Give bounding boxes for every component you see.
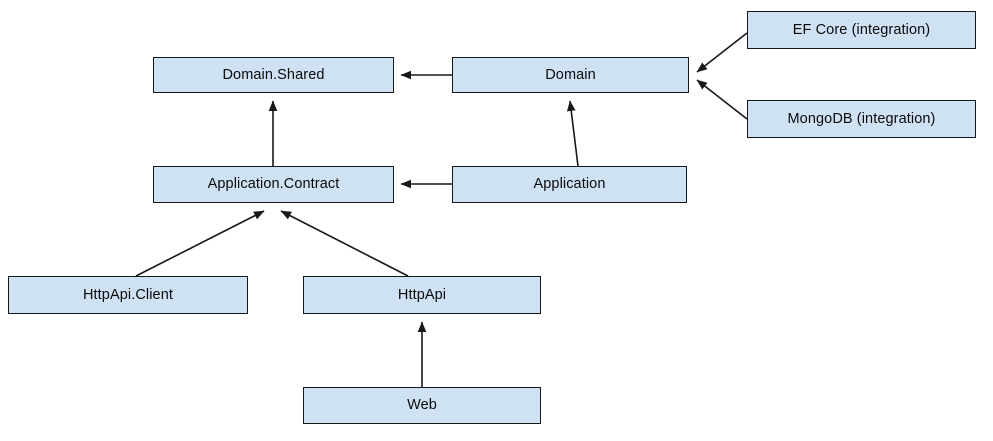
node-label-application-contract: Application.Contract [207,176,340,193]
node-label-mongodb-integration: MongoDB (integration) [787,110,936,127]
node-application[interactable]: Application [452,166,687,203]
edge-application-to-domain [566,100,579,167]
node-ef-core-integration[interactable]: EF Core (integration) [747,11,976,49]
node-httpapi[interactable]: HttpApi [303,276,541,314]
node-domain[interactable]: Domain [452,57,689,93]
node-label-domain: Domain [545,66,596,83]
node-application-contract[interactable]: Application.Contract [153,166,394,203]
node-web[interactable]: Web [303,387,541,424]
node-label-domain-shared: Domain.Shared [222,66,325,83]
node-httpapi-client[interactable]: HttpApi.Client [8,276,248,314]
edge-httpapi-to-application-contract [280,210,409,277]
node-label-httpapi: HttpApi [397,286,447,303]
edge-httpapi-client-to-application-contract [135,210,265,277]
edge-mongodb-to-domain [696,79,748,120]
node-domain-shared[interactable]: Domain.Shared [153,57,394,93]
edge-ef-core-to-domain [696,32,748,73]
node-label-ef-core-integration: EF Core (integration) [792,21,931,38]
node-label-httpapi-client: HttpApi.Client [82,286,174,303]
node-mongodb-integration[interactable]: MongoDB (integration) [747,100,976,138]
node-label-web: Web [407,397,437,414]
node-label-application: Application [533,176,606,193]
